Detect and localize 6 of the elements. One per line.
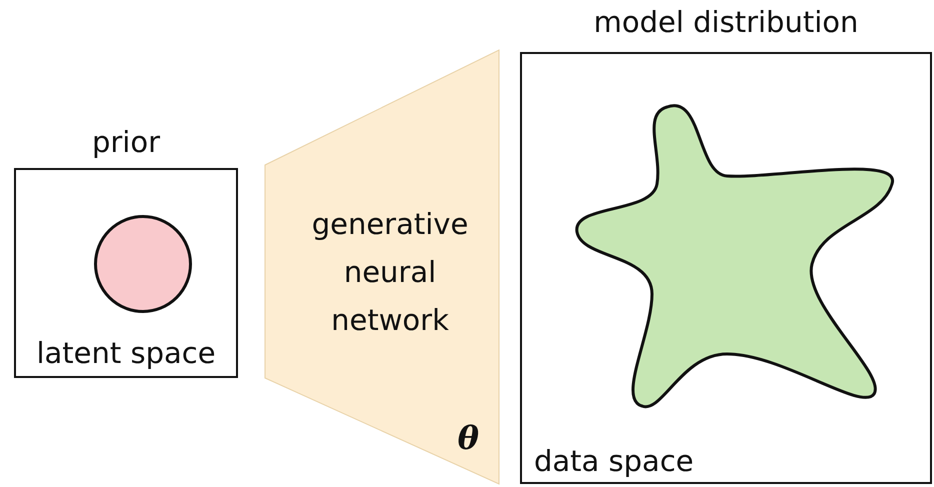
heading: prior	[90, 126, 162, 160]
parameter-symbol: θ	[458, 420, 479, 457]
space-label: latent space	[35, 336, 217, 370]
space-label: data space	[534, 444, 694, 478]
network-label: generative neural network	[310, 206, 470, 339]
heading: model distribution	[592, 6, 860, 40]
